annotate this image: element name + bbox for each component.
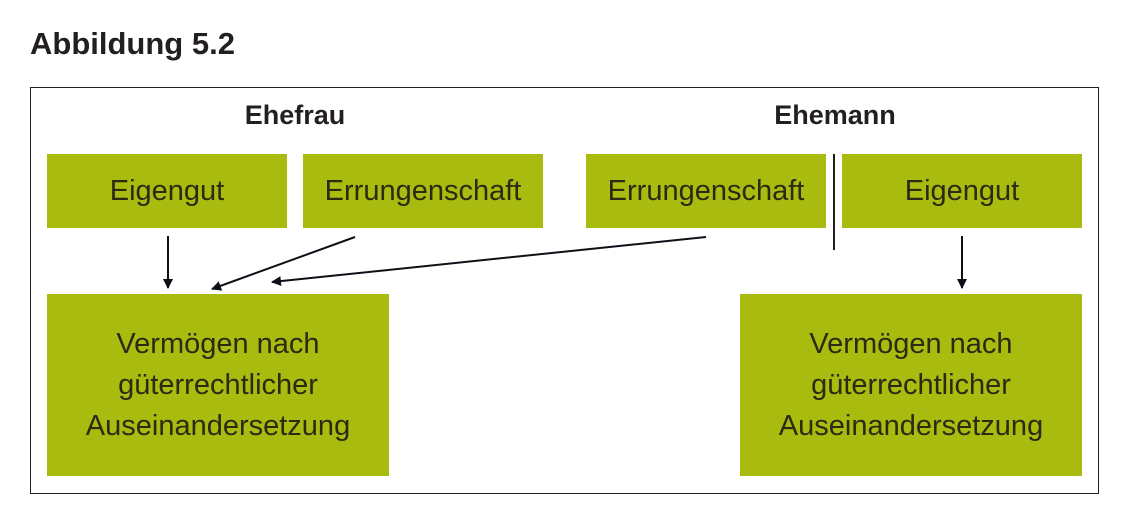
arrow-wife-acquired xyxy=(211,236,356,291)
husband-result-box: Vermögen nach güterrechtlicher Auseinand… xyxy=(740,294,1082,476)
wife-own-property-box: Eigengut xyxy=(47,154,287,228)
diagram-frame xyxy=(30,87,1099,494)
arrow-husband-acquired xyxy=(271,236,707,287)
husband-acquired-property-box: Errungenschaft xyxy=(586,154,826,228)
husband-own-property-box: Eigengut xyxy=(842,154,1082,228)
wife-result-box: Vermögen nach güterrechtlicher Auseinand… xyxy=(47,294,389,476)
wife-acquired-property-box: Errungenschaft xyxy=(303,154,543,228)
husband-heading: Ehemann xyxy=(774,100,896,130)
figure-title: Abbildung 5.2 xyxy=(30,26,235,61)
wife-heading: Ehefrau xyxy=(244,100,346,130)
